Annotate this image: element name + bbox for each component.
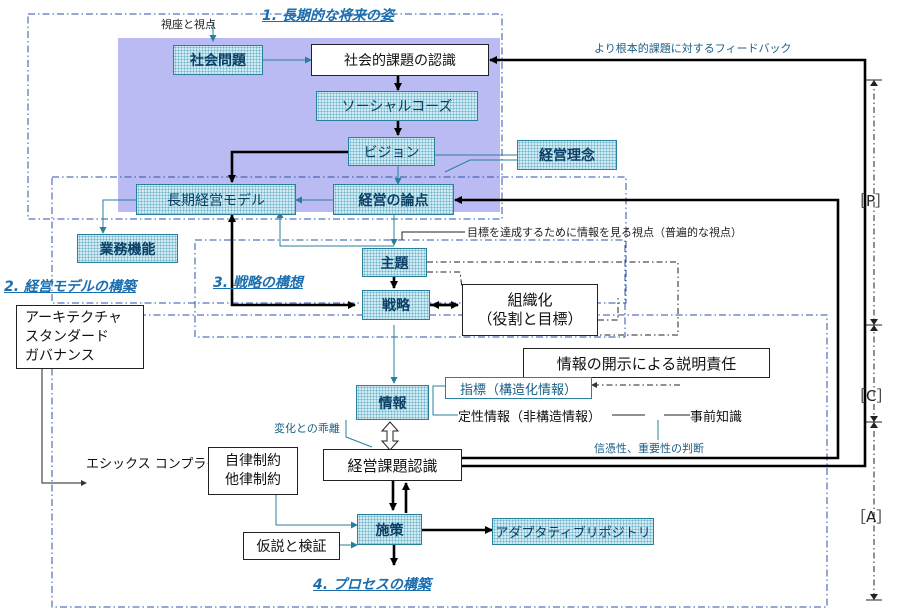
node-keiei-kadai-ninshiki: 経営課題認識	[323, 449, 462, 481]
label-shinpyosei: 信憑性、重要性の判断	[594, 442, 704, 455]
node-shisaku: 施策	[357, 514, 422, 545]
side-label-a: ［A］	[851, 508, 892, 526]
node-adaptive-repository: アダプタティブリポジトリ	[492, 518, 654, 545]
node-keiei-ronten: 経営の論点	[333, 184, 454, 215]
node-gyomu-kino: 業務機能	[77, 234, 178, 263]
node-soshikika: 組織化 （役割と目標）	[462, 284, 598, 336]
side-label-c: ［C］	[851, 387, 892, 405]
section-title-business-model: 2. 経営モデルの構築	[4, 279, 136, 295]
side-label-p: ［P］	[851, 192, 891, 210]
node-senryaku: 戦略	[362, 290, 430, 320]
node-jizen-chishiki: 事前知識	[690, 410, 743, 425]
node-teisei-joho: 定性情報（非構造情報）	[458, 410, 602, 425]
node-setsumei-sekinin: 情報の開示による説明責任	[523, 348, 770, 378]
node-jiritsu: 自律制約 他律制約	[208, 447, 298, 495]
double-arrow	[380, 421, 400, 451]
node-choki-keiei-model: 長期経営モデル	[136, 184, 296, 215]
node-keiei-rinen: 経営理念	[517, 140, 617, 170]
section-4-outline	[51, 314, 828, 608]
node-vision: ビジョン	[348, 137, 435, 166]
section-title-process: 4. プロセスの構築	[313, 577, 431, 593]
node-shihyo: 指標（構造化情報）	[445, 377, 592, 399]
label-henka: 変化との乖離	[274, 422, 340, 435]
section-2-outline	[51, 176, 627, 304]
label-feedback: より根本的課題に対するフィードバック	[594, 42, 792, 55]
node-shudai: 主題	[362, 248, 427, 277]
section-3-outline	[194, 239, 626, 338]
section-1-outline	[27, 13, 503, 220]
node-shakai-mondai: 社会問題	[173, 45, 263, 75]
node-joho: 情報	[356, 385, 429, 420]
node-social-cause: ソーシャルコーズ	[316, 91, 478, 121]
node-shakaiteki-kadai: 社会的課題の認識	[311, 44, 489, 76]
node-architecture: アーキテクチャ スタンダード ガバナンス	[16, 305, 144, 369]
section-title-long-term: 1. 長期的な将来の姿	[262, 8, 394, 24]
section-title-strategy: 3. 戦略の構想	[213, 275, 303, 291]
label-mokuhyo-shiten: 目標を達成するために情報を見る視点（普遍的な視点）	[467, 226, 742, 239]
node-kasetsu: 仮説と検証	[243, 532, 340, 560]
label-shiza: 視座と視点	[161, 18, 216, 31]
